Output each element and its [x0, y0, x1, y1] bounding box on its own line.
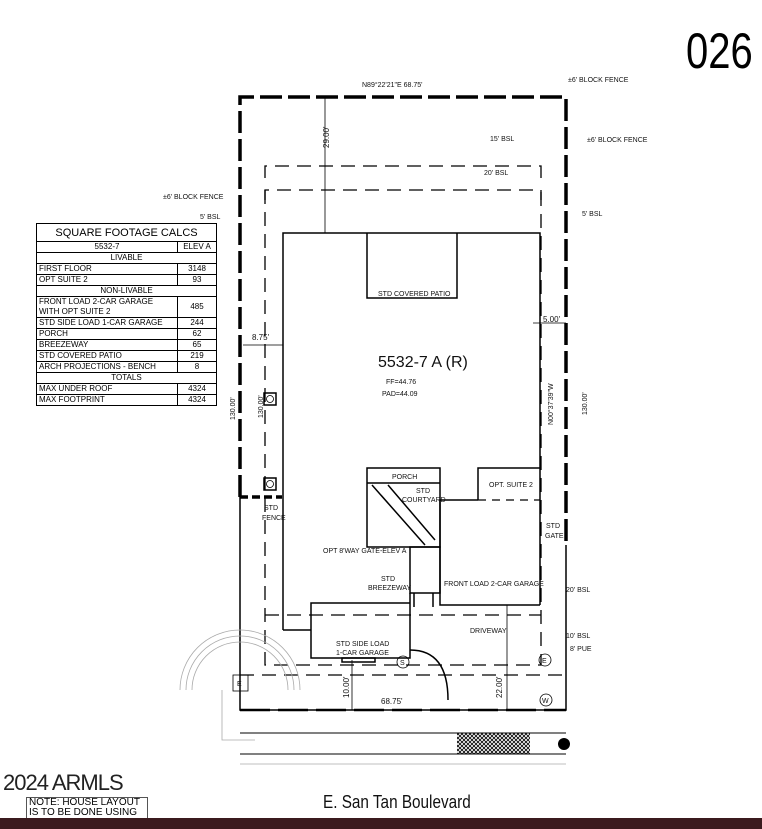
- plan-number: 5532-7: [36, 241, 178, 253]
- table-row: FRONT LOAD 2-CAR GARAGE WITH OPT SUITE 2…: [36, 296, 217, 318]
- elevation: ELEV A: [177, 241, 217, 253]
- section-header: LIVABLE: [36, 252, 217, 264]
- marker-e: E: [237, 681, 242, 688]
- section-header: TOTALS: [36, 372, 217, 384]
- dim-front-setback: 29.00': [322, 126, 331, 148]
- row-value: 4324: [177, 394, 217, 406]
- right-bearing: N00°37'39"W: [547, 383, 555, 425]
- label-covered-patio: STD COVERED PATIO: [378, 291, 451, 298]
- label-driveway: DRIVEWAY: [470, 628, 507, 635]
- label-20-bsl: 20' BSL: [484, 170, 508, 177]
- label-block-fence: ±6' BLOCK FENCE: [163, 194, 224, 201]
- label-std-fence: FENCE: [262, 515, 286, 522]
- marker-e: E: [542, 658, 547, 665]
- pad-elevation: PAD=44.09: [382, 391, 418, 398]
- ac-unit-icon: [263, 392, 277, 406]
- label-15-bsl: 15' BSL: [490, 136, 514, 143]
- label-porch: PORCH: [392, 474, 417, 481]
- driveway-apron: [457, 733, 530, 754]
- section-header: NON-LIVABLE: [36, 285, 217, 297]
- dim-right-side: 5.00': [543, 315, 561, 324]
- marker-w: W: [542, 698, 549, 705]
- label-gate-option: OPT 8'WAY GATE-ELEV A: [323, 548, 407, 555]
- label-courtyard: COURTYARD: [402, 497, 446, 504]
- table-title: SQUARE FOOTAGE CALCS: [36, 223, 217, 242]
- label-5-bsl: 5' BSL: [582, 211, 603, 218]
- sewer-marker-icon: [396, 655, 410, 669]
- dim-front-width: 68.75': [381, 697, 403, 706]
- label-block-fence: ±6' BLOCK FENCE: [568, 77, 629, 84]
- row-value: 485: [177, 296, 217, 318]
- row-label: ARCH PROJECTIONS - BENCH: [36, 361, 178, 373]
- label-block-fence: ±6' BLOCK FENCE: [587, 137, 648, 144]
- top-bearing: N89°22'21"E 68.75': [362, 81, 423, 89]
- bottom-bar: [0, 818, 762, 829]
- dim-front-10: 10.00': [342, 676, 351, 698]
- label-std-gate: GATE: [545, 533, 564, 540]
- ac-unit-icon: [263, 477, 277, 491]
- row-value: 219: [177, 350, 217, 362]
- row-label: MAX UNDER ROOF: [36, 383, 178, 395]
- setback-lines: [240, 165, 566, 676]
- label-std-gate: STD: [546, 523, 560, 530]
- row-value: 62: [177, 328, 217, 340]
- label-side-garage: 1-CAR GARAGE: [336, 650, 389, 657]
- water-marker-icon: [539, 693, 553, 707]
- row-label: STD SIDE LOAD 1-CAR GARAGE: [36, 317, 178, 329]
- label-breezeway: STD: [381, 576, 395, 583]
- label-courtyard: STD: [416, 488, 430, 495]
- row-label: OPT SUITE 2: [36, 274, 178, 286]
- watermark: 2024 ARMLS: [3, 770, 124, 795]
- dim-depth: 130.00': [258, 395, 265, 418]
- street-name: E. San Tan Boulevard: [323, 792, 471, 812]
- dimension-lines: [243, 97, 566, 710]
- label-side-garage: STD SIDE LOAD: [336, 641, 389, 648]
- row-value: 65: [177, 339, 217, 351]
- label-20-bsl: 20' BSL: [566, 587, 590, 594]
- row-label: PORCH: [36, 328, 178, 340]
- label-8-pue: 8' PUE: [570, 646, 592, 653]
- label-10-bsl: 10' BSL: [566, 633, 590, 640]
- row-label: FRONT LOAD 2-CAR GARAGE WITH OPT SUITE 2: [36, 296, 178, 318]
- dim-depth: 130.00': [230, 397, 237, 420]
- house-label: 5532-7 A (R): [378, 354, 468, 371]
- dim-driveway: 22.00': [495, 676, 504, 698]
- row-value: 4324: [177, 383, 217, 395]
- dim-depth: 130.00': [582, 392, 589, 415]
- marker-s: S: [400, 660, 405, 667]
- label-std-fence: STD: [264, 505, 278, 512]
- lot-boundary: [238, 95, 568, 712]
- electric-marker-icon: [538, 653, 552, 667]
- label-front-garage: FRONT LOAD 2-CAR GARAGE: [444, 581, 544, 588]
- row-label: BREEZEWAY: [36, 339, 178, 351]
- row-label: FIRST FLOOR: [36, 263, 178, 275]
- electric-box-icon: [232, 674, 249, 692]
- row-value: 93: [177, 274, 217, 286]
- note: NOTE: HOUSE LAYOUT IS TO BE DONE USING: [26, 797, 148, 818]
- row-value: 244: [177, 317, 217, 329]
- dim-left-side: 8.75': [252, 333, 270, 342]
- label-opt-suite: OPT. SUITE 2: [489, 482, 533, 489]
- row-label: STD COVERED PATIO: [36, 350, 178, 362]
- row-value: 3148: [177, 263, 217, 275]
- survey-marker-icon: [558, 738, 570, 750]
- row-label: MAX FOOTPRINT: [36, 394, 178, 406]
- label-breezeway: BREEZEWAY: [368, 585, 412, 592]
- label-5-bsl: 5' BSL: [200, 214, 221, 221]
- row-value: 8: [177, 361, 217, 373]
- lot-number: 026: [686, 23, 753, 79]
- street: [179, 629, 570, 765]
- finished-floor: FF=44.76: [386, 379, 416, 386]
